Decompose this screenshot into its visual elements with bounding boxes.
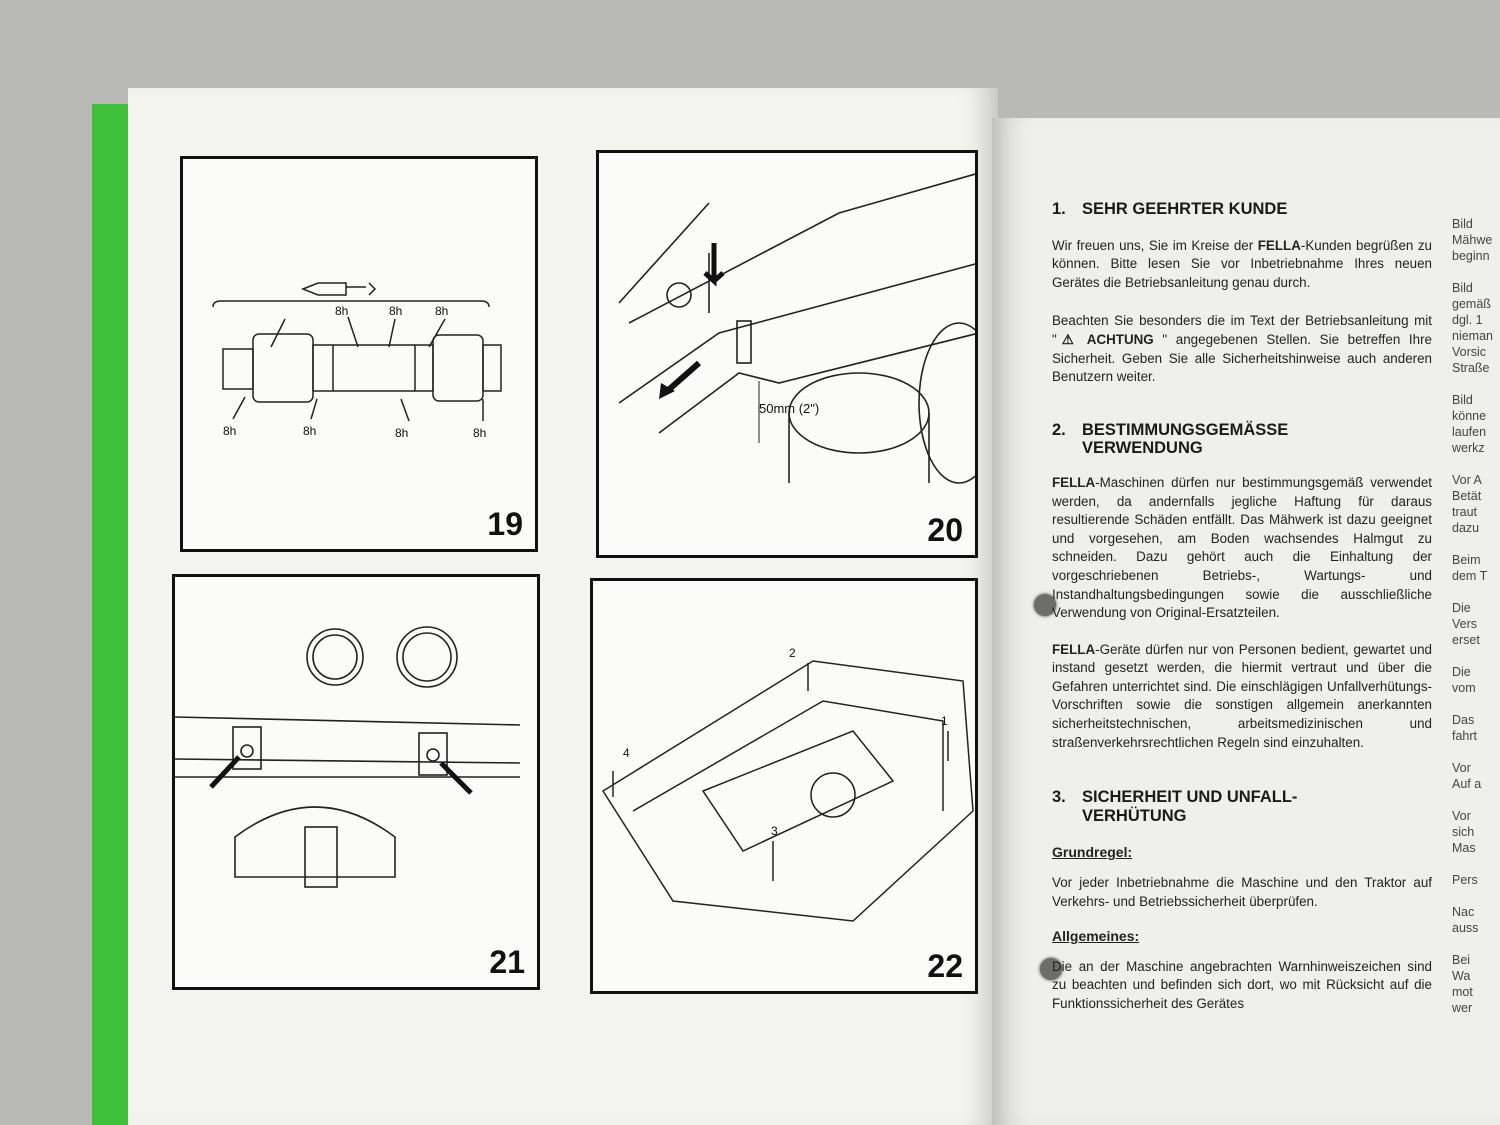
- figure-19: 8h 8h 8h 8h 8h 8h 8h 19: [180, 156, 538, 552]
- fig20-measure: 50mm (2"): [759, 401, 819, 416]
- right-page: [992, 118, 1500, 1125]
- edge-fragment: Vers: [1452, 617, 1478, 631]
- fig22-callout: 3: [771, 824, 778, 838]
- figure-22: 2 1 4 3 22: [590, 578, 978, 994]
- edge-fragment: [1452, 792, 1500, 808]
- mower-deck-height-drawing: 50mm (2"): [618, 173, 975, 484]
- edge-fragment: sich: [1452, 825, 1475, 839]
- figure-number: 20: [927, 512, 963, 548]
- edge-fragment: Bild: [1452, 393, 1473, 407]
- left-page: 8h 8h 8h 8h 8h 8h 8h 19: [128, 88, 998, 1125]
- figure-21: 21: [172, 574, 540, 990]
- edge-fragment: vom: [1452, 681, 1476, 695]
- edge-fragment: mot: [1452, 985, 1473, 999]
- fig19-label: 8h: [223, 424, 236, 438]
- paragraph: FELLA-Maschinen dürfen nur bestimmungsge…: [1052, 474, 1432, 621]
- edge-fragment: [1452, 536, 1500, 552]
- fig19-label: 8h: [395, 426, 408, 440]
- edge-fragment: Vor A: [1452, 473, 1482, 487]
- edge-fragment: Bild: [1452, 281, 1473, 295]
- fig19-label: 8h: [335, 304, 348, 318]
- edge-fragment: [1452, 456, 1500, 472]
- section-heading: 3.SICHERHEIT UND UNFALL-VERHÜTUNG: [1052, 788, 1298, 825]
- fig19-label: 8h: [473, 426, 486, 440]
- edge-fragment: [1452, 936, 1500, 952]
- edge-fragment: Mas: [1452, 841, 1476, 855]
- edge-fragment: Betät: [1452, 489, 1482, 503]
- binder-spine: [92, 104, 132, 1125]
- edge-fragment: [1452, 856, 1500, 872]
- edge-fragment: fahrt: [1452, 729, 1478, 743]
- binder-hole: [1040, 958, 1062, 980]
- paragraph: Beachten Sie besonders die im Text der B…: [1052, 313, 1432, 385]
- paragraph: Wir freuen uns, Sie im Kreise der FELLA-…: [1052, 237, 1432, 290]
- subheading: Grundregel:: [1052, 844, 1133, 861]
- fig22-callout: 4: [623, 746, 630, 760]
- edge-fragment: Bild: [1452, 217, 1473, 231]
- edge-fragment: Bei: [1452, 953, 1471, 967]
- edge-fragment: [1452, 584, 1500, 600]
- edge-fragment: Mähwe: [1452, 233, 1493, 247]
- section-heading: 1.SEHR GEEHRTER KUNDE: [1052, 200, 1288, 218]
- edge-fragment: Pers: [1452, 873, 1478, 887]
- fig22-callout: 2: [789, 646, 796, 660]
- edge-fragment: dem T: [1452, 569, 1488, 583]
- edge-fragment: [1452, 264, 1500, 280]
- edge-fragment: nieman: [1452, 329, 1493, 343]
- edge-fragment: [1452, 696, 1500, 712]
- edge-fragment: dgl. 1: [1452, 313, 1483, 327]
- edge-fragment: Vor: [1452, 761, 1471, 775]
- pto-shaft-drawing: 8h 8h 8h 8h 8h 8h 8h: [212, 282, 502, 440]
- edge-fragment: [1452, 888, 1500, 904]
- edge-fragment: beginn: [1452, 249, 1490, 263]
- mower-deck-supports-drawing: 2 1 4 3: [601, 646, 974, 922]
- text-column: 1.SEHR GEEHRTER KUNDE Wir freuen uns, Si…: [1052, 200, 1432, 1014]
- edge-fragment: Straße: [1452, 361, 1490, 375]
- fig22-callout: 1: [941, 714, 948, 728]
- spindle-drawing: [175, 626, 521, 888]
- fig19-label: 8h: [389, 304, 402, 318]
- paragraph: Vor jeder Inbetriebnahme die Maschine un…: [1052, 875, 1432, 909]
- edge-fragment: Vorsic: [1452, 345, 1487, 359]
- figure-number: 21: [489, 944, 525, 980]
- edge-fragment: Das: [1452, 713, 1475, 727]
- edge-fragment: [1452, 376, 1500, 392]
- edge-fragment: Auf a: [1452, 777, 1482, 791]
- subheading: Allgemeines:: [1052, 928, 1140, 945]
- fig19-label: 8h: [303, 424, 316, 438]
- edge-fragment: [1452, 648, 1500, 664]
- edge-fragment: Vor: [1452, 809, 1471, 823]
- figure-number: 22: [927, 948, 963, 984]
- edge-fragment: dazu: [1452, 521, 1480, 535]
- edge-fragment: auss: [1452, 921, 1479, 935]
- edge-fragment: gemäß: [1452, 297, 1491, 311]
- figure-20: 50mm (2") 20: [596, 150, 978, 558]
- edge-fragment: wer: [1452, 1001, 1473, 1015]
- edge-fragment: erset: [1452, 633, 1480, 647]
- edge-fragment: [1452, 744, 1500, 760]
- paragraph: Die an der Maschine angebrachten Warnhin…: [1052, 958, 1432, 1011]
- binder-hole: [1034, 594, 1056, 616]
- fig19-label: 8h: [435, 304, 448, 318]
- edge-fragment: Die: [1452, 601, 1471, 615]
- paragraph: FELLA-Geräte dürfen nur von Personen bed…: [1052, 641, 1432, 750]
- edge-fragment: Wa: [1452, 969, 1471, 983]
- edge-fragment: laufen: [1452, 425, 1487, 439]
- edge-fragment: Die: [1452, 665, 1471, 679]
- edge-fragment: könne: [1452, 409, 1487, 423]
- figure-number: 19: [487, 506, 523, 542]
- edge-fragment: traut: [1452, 505, 1478, 519]
- edge-fragment: werkz: [1452, 441, 1485, 455]
- edge-fragment: Nac: [1452, 905, 1475, 919]
- edge-fragment: Beim: [1452, 553, 1481, 567]
